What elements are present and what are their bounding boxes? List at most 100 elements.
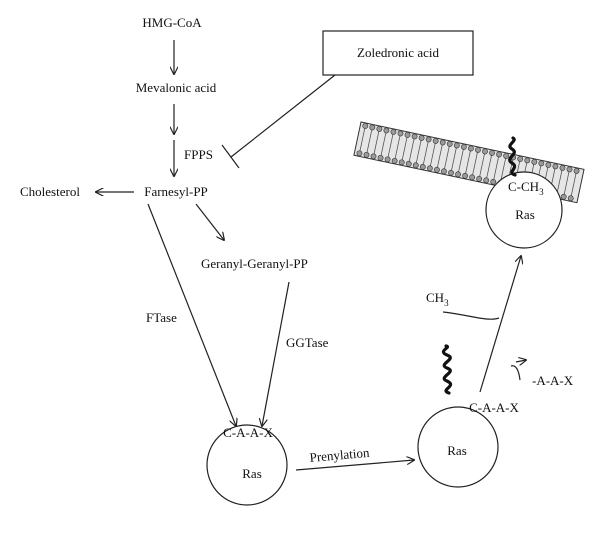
lipid-head bbox=[434, 166, 440, 173]
geranyl-geranyl-pp-label: Geranyl-Geranyl-PP bbox=[201, 256, 308, 271]
lipid-head bbox=[503, 153, 510, 159]
lipid-head bbox=[441, 168, 447, 175]
lipid-head bbox=[363, 151, 370, 158]
lipid-head bbox=[418, 135, 425, 141]
lipid-head bbox=[552, 163, 559, 170]
lipid-tail-line bbox=[464, 148, 472, 176]
farnesyl-pp-label: Farnesyl-PP bbox=[144, 184, 208, 199]
lipid-head bbox=[524, 157, 531, 164]
hmg-coa-label: HMG-CoA bbox=[142, 15, 202, 30]
lipid-tail-line bbox=[401, 134, 408, 163]
lipid-tail-line bbox=[394, 133, 401, 161]
zoledronic-acid-box bbox=[322, 30, 474, 76]
lipid-head bbox=[567, 195, 574, 202]
lipid-head bbox=[384, 156, 391, 163]
lipid-head bbox=[559, 164, 566, 171]
ras-prenylated-motif: C-A-A-X bbox=[469, 400, 519, 415]
ras-membrane-circle bbox=[485, 171, 563, 249]
lipid-head bbox=[483, 177, 490, 184]
lipid-tail-line bbox=[485, 152, 493, 181]
arrow-cleavage bbox=[515, 360, 526, 362]
lipid-tail-line bbox=[429, 140, 437, 169]
lipid-head bbox=[411, 133, 418, 140]
ras-unprocessed-motif: C-A-A-X bbox=[223, 425, 273, 440]
lipid-head bbox=[531, 159, 538, 165]
lipid-head bbox=[356, 150, 363, 157]
lipid-head bbox=[545, 161, 552, 168]
lipid-head bbox=[460, 144, 467, 150]
lipid-head bbox=[377, 154, 384, 161]
lipid-head bbox=[419, 163, 426, 170]
prenyl-lipid-tail bbox=[441, 344, 453, 395]
lipid-head bbox=[517, 156, 524, 162]
ras-membrane-motif: C-CH3 bbox=[508, 179, 544, 197]
arrow-methylation bbox=[479, 256, 521, 393]
lipid-head bbox=[391, 157, 398, 164]
lipid-tail-line bbox=[387, 131, 394, 160]
ras-prenylated-label: Ras bbox=[447, 443, 467, 458]
lipid-head bbox=[469, 174, 476, 181]
lipid-head bbox=[573, 167, 580, 174]
lipid-head bbox=[476, 175, 483, 182]
zoledronic-acid-label: Zoledronic acid bbox=[357, 45, 439, 60]
lipid-head bbox=[362, 123, 369, 129]
lipid-tail-line bbox=[373, 128, 380, 157]
lipid-tail-line bbox=[415, 137, 422, 166]
lipid-tail-line bbox=[443, 143, 451, 172]
cleavage-curve bbox=[510, 365, 521, 381]
lipid-tail-line bbox=[478, 151, 486, 179]
lipid-head bbox=[370, 153, 377, 160]
methyl-donor-label: CH3 bbox=[426, 290, 449, 308]
lipid-head bbox=[446, 141, 453, 147]
lipid-head bbox=[468, 145, 474, 152]
prenylation-label: Prenylation bbox=[309, 445, 371, 465]
methyl-donor-curve bbox=[442, 311, 500, 320]
lipid-head bbox=[489, 150, 495, 156]
fpps-label: FPPS bbox=[184, 147, 213, 162]
lipid-tail-line bbox=[563, 169, 570, 197]
lipid-head bbox=[475, 147, 481, 153]
lipid-tail-line bbox=[556, 167, 563, 196]
lipid-tail-line bbox=[499, 155, 507, 184]
ras-prenylated-circle bbox=[417, 406, 499, 488]
lipid-tail-line bbox=[471, 149, 479, 178]
lipid-head bbox=[496, 151, 502, 158]
ras-unprocessed-circle bbox=[206, 424, 288, 506]
arrow-prenylation bbox=[295, 460, 414, 471]
lipid-head bbox=[490, 178, 497, 185]
ras-membrane-label: Ras bbox=[515, 207, 535, 222]
lipid-head bbox=[412, 162, 419, 169]
mevalonic-acid-label: Mevalonic acid bbox=[136, 80, 217, 95]
lipid-tail-line bbox=[450, 145, 458, 173]
lipid-head bbox=[383, 127, 390, 134]
lipid-head bbox=[566, 166, 573, 173]
lipid-tail-line bbox=[492, 154, 500, 182]
lipid-head bbox=[369, 124, 376, 131]
inhibition-line bbox=[230, 74, 336, 158]
lipid-head bbox=[482, 148, 488, 155]
lipid-head bbox=[462, 172, 468, 179]
lipid-head bbox=[404, 132, 411, 138]
arrow-geranyl-to-ras bbox=[262, 281, 290, 426]
lipid-head bbox=[538, 160, 545, 167]
arrow-farnesyl-to-ras bbox=[147, 203, 236, 426]
lipid-head bbox=[432, 138, 439, 144]
lipid-tail-line bbox=[570, 170, 577, 199]
lipid-tail-line bbox=[436, 142, 444, 170]
lipid-head bbox=[560, 193, 567, 200]
ftase-label: FTase bbox=[146, 310, 177, 325]
inhibition-bar bbox=[221, 144, 240, 169]
lipid-head bbox=[448, 169, 454, 176]
lipid-tail-line bbox=[359, 125, 366, 154]
lipid-head bbox=[425, 136, 432, 143]
ras-unprocessed-label: Ras bbox=[242, 466, 262, 481]
lipid-tail-line bbox=[457, 146, 465, 175]
arrow-farnesyl-to-geranyl bbox=[195, 203, 224, 240]
lipid-head bbox=[426, 165, 433, 172]
lipid-head bbox=[376, 126, 383, 132]
lipid-head bbox=[397, 130, 404, 137]
lipid-tail-line bbox=[380, 130, 387, 158]
lipid-head bbox=[455, 171, 461, 178]
